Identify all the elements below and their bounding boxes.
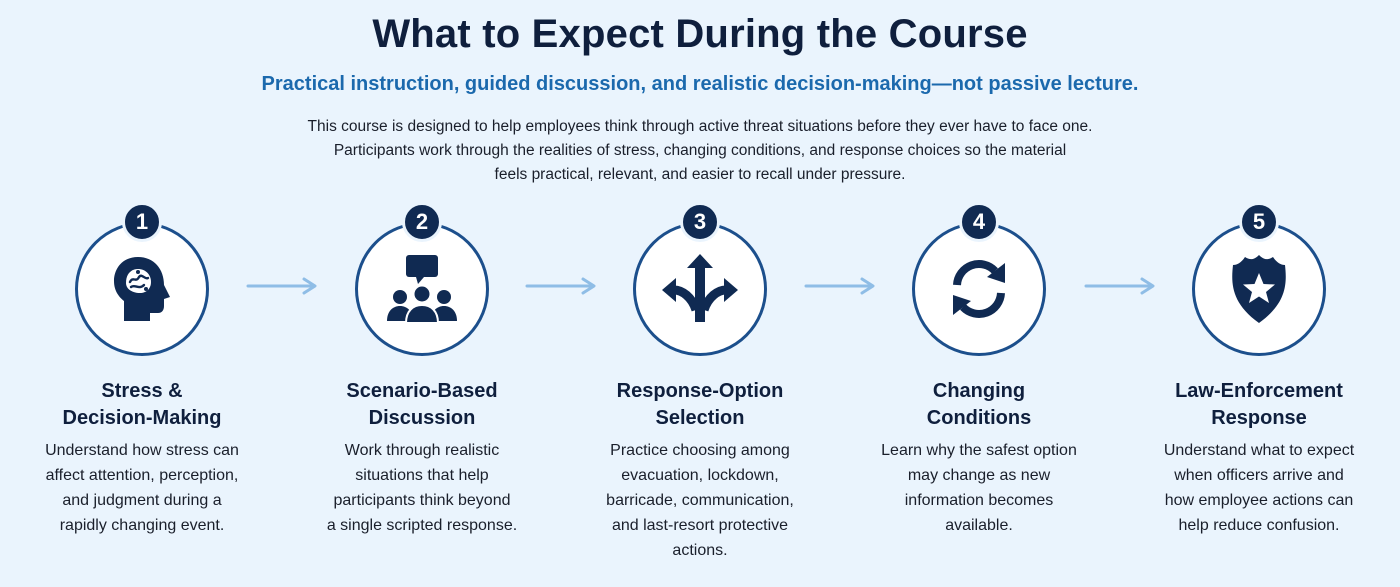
group-discussion-icon [387,255,457,324]
intro-line: This course is designed to help employee… [307,118,1093,135]
step-title: Changing Conditions [926,380,1032,429]
step-icon-circle: 3 [633,202,767,356]
step-description: Work through realistic situations that h… [326,442,518,534]
intro-paragraph: This course is designed to help employee… [250,115,1150,187]
step-law-enforcement-response: 5 Law-Enforcement Response Understand wh… [1129,200,1389,538]
step-response-option-selection: 3 Response-Option Selection Practice cho… [570,200,830,563]
refresh-cycle-icon [953,260,1005,318]
step-icon-circle: 2 [355,202,489,356]
right-arrow-icon [246,277,317,295]
intro-line: feels practical, relevant, and easier to… [494,166,906,183]
step-number-badge: 3 [680,202,720,242]
step-description: Practice choosing among evacuation, lock… [606,442,794,559]
step-title: Stress & Decision-Making [62,380,222,429]
branching-arrows-icon [662,254,738,322]
step-scenario-based-discussion: 2 Scenario-Based Discussion Work through… [292,200,552,538]
intro-line: Participants work through the realities … [333,142,1067,159]
right-arrow-icon [1084,277,1155,295]
step-number-badge: 4 [959,202,999,242]
step-stress-decision-making: 1 Stress & Decision-Making Understand ho… [12,200,272,538]
right-arrow-icon [804,277,875,295]
step-number-badge: 5 [1239,202,1279,242]
step-title: Scenario-Based Discussion [346,380,498,429]
step-description: Understand what to expect when officers … [1163,442,1355,534]
step-icon-circle: 4 [912,202,1046,356]
page-subtitle: Practical instruction, guided discussion… [261,73,1139,95]
step-description: Learn why the safest option may change a… [881,442,1077,534]
step-title: Response-Option Selection [616,380,784,429]
page-title: What to Expect During the Course [372,12,1028,56]
brain-head-icon [114,257,170,321]
step-changing-conditions: 4 Changing Conditions Learn why the safe… [849,200,1109,538]
step-number-badge: 2 [402,202,442,242]
police-badge-icon [1232,255,1286,323]
step-description: Understand how stress can affect attenti… [45,442,239,534]
step-icon-circle: 1 [75,202,209,356]
right-arrow-icon [525,277,596,295]
step-title: Law-Enforcement Response [1175,380,1343,429]
step-number-badge: 1 [122,202,162,242]
step-icon-circle: 5 [1192,202,1326,356]
